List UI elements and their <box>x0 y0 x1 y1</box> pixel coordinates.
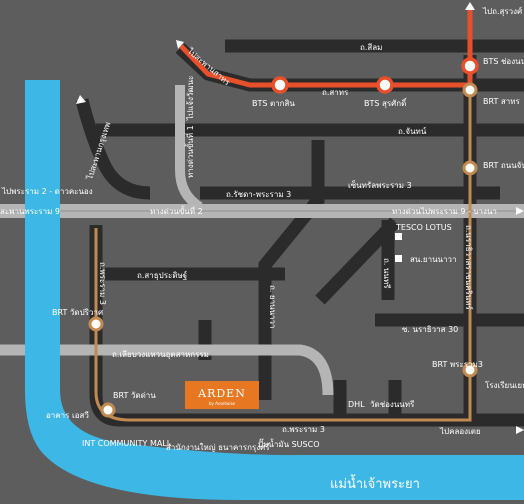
road-label-expressway-bangna: ทางด่วนไปพระราม 9 - บางนา <box>392 207 497 216</box>
road-label-sathupradit: ถ.สาธุประดิษฐ์ <box>137 270 187 280</box>
road-label-rama3-left: ถ.พระราม 3 <box>98 262 107 305</box>
brt-label-sathorn: BRT สาทร <box>483 97 521 106</box>
brt-station-watdan-marker[interactable] <box>100 402 116 418</box>
road-taksin-approach <box>75 98 151 200</box>
bts-label-chongnonsi: BTS ช่องนนทรี <box>483 57 524 66</box>
landmark-wat-chong-nonsi: วัดช่องนนทรี <box>370 400 415 409</box>
road-yannawa <box>258 140 325 400</box>
chao-phraya-river <box>25 80 524 500</box>
brt-station-chan-marker[interactable] <box>462 160 478 176</box>
arrow-khlong-toei-icon <box>516 426 524 434</box>
arrow-taksin-bridge-icon <box>76 95 86 104</box>
road-label-expressway1: ทางด่วนขั้นที่ 1 <box>184 125 195 178</box>
direction-surawong: ไปถ.สุรวงศ์ <box>482 6 522 16</box>
arrow-expressway-bangna-icon <box>516 207 524 215</box>
bts-label-surasak: BTS สุรศักดิ์ <box>364 97 408 108</box>
brt-label-rama3: BRT พระราม3 <box>432 360 483 369</box>
bts-station-surasak-marker[interactable] <box>376 76 394 94</box>
landmark-susco: ปั๊มน้ำมัน SUSCO <box>258 438 320 449</box>
district-office-marker <box>395 255 402 262</box>
brt-label-parivas: BRT วัดปริวาศ <box>52 308 103 317</box>
landmark-int-mall: INT COMMUNITY MALL <box>82 439 172 448</box>
road-label-expressway2: ทางด่วนขั้นที่ 2 <box>150 205 203 216</box>
brt-station-parivas-marker[interactable] <box>88 316 104 332</box>
industrial-ring-road <box>0 344 334 396</box>
landmark-dhl: DHL <box>348 400 365 409</box>
project-marker[interactable]: ARDEN by Assetwise <box>185 381 259 409</box>
bts-station-chongnonsi-marker[interactable] <box>461 57 479 75</box>
brt-station-sathorn-marker[interactable] <box>462 82 478 98</box>
river-label: แม่น้ำเจ้าพระยา <box>330 474 420 492</box>
brt-station-rama3-marker[interactable] <box>462 362 478 378</box>
project-box <box>185 381 259 409</box>
road-label-silom: ถ.สีลม <box>360 43 382 52</box>
brt-label-chan: BRT ถนนจันทน์ <box>483 160 524 170</box>
road-diagonal <box>315 217 400 305</box>
arrow-saphan-taksin-icon <box>176 40 184 49</box>
road-label-nonsi: ถ. นนทรี <box>382 258 391 289</box>
landmark-tesco: TESCO LOTUS <box>395 223 452 232</box>
landmark-bank-hq: สำนักงานใหญ่ ธนาคารกรุงศรี <box>166 443 270 452</box>
road-label-industrial-ring: ถ.เลียบวงแหวนอุตสาหกรรม <box>112 350 209 359</box>
bts-station-taksin-marker[interactable] <box>271 76 289 94</box>
brt-stations <box>88 82 478 418</box>
road-label-narathiwat: ถ.นราธิวาสราชนครินทร์ <box>464 225 474 310</box>
road-label-rama9-bridge: สะพานพระราม 9 <box>0 207 60 216</box>
project-subtitle: by Assetwise <box>209 401 236 406</box>
road-label-sathorn: ถ.สาทร <box>322 88 349 97</box>
brt-label-watdan: BRT วัดด่าน <box>113 391 156 400</box>
direction-khlong-toei: ไปคลองเตย <box>439 427 481 436</box>
road-label-narathiwat30: ซ. นราธิวาส 30 <box>402 325 458 334</box>
arrow-up-surawong-icon <box>465 2 475 10</box>
landmark-robinson-hospital: โรงเรียนเยธรรมตะวันแดง <box>485 380 524 390</box>
road-label-yannawa: ถ. ยานนาวา <box>268 285 277 329</box>
project-name: ARDEN <box>197 387 246 400</box>
landmark-central-rama3: เซ็นทรัลพระราม 3 <box>348 180 412 190</box>
landmark-building-sv: อาคาร เอสวี <box>46 411 89 420</box>
tesco-marker <box>395 233 402 240</box>
bts-label-taksin: BTS ตากสิน <box>252 99 295 108</box>
road-label-rama3-bottom: ถ.พระราม 3 <box>282 425 325 434</box>
direction-expressway1-up: ไปแจ้งวัฒนะ <box>186 76 195 121</box>
landmark-district-office: สน.ยานนาวา <box>410 255 457 264</box>
bts-silom-line <box>178 10 473 88</box>
direction-rama2: ไปพระราม 2 - ดาวคะนอง <box>1 187 93 196</box>
bts-stations <box>271 57 479 94</box>
road-label-ratchada-rama3: ถ.รัชดา-พระราม 3 <box>226 190 291 199</box>
road-label-chan: ถ.จันทน์ <box>398 126 427 136</box>
